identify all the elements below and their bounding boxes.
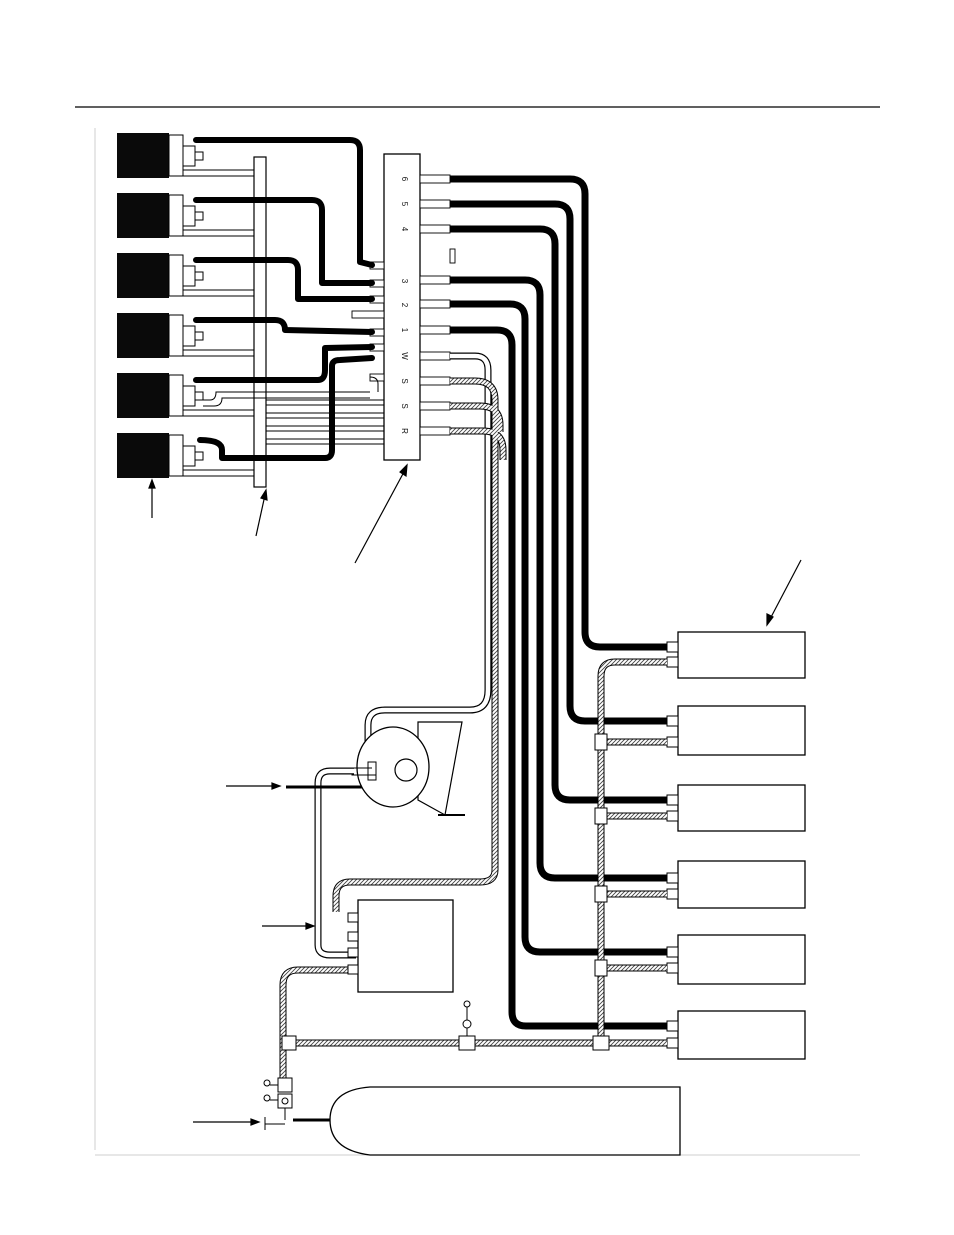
control-box [348, 900, 453, 992]
terminal-block: 6 5 4 3 2 1 W S S R [352, 154, 455, 460]
pump-feed-pipe [318, 771, 356, 955]
heater-block [117, 133, 203, 178]
callout-arrow-manifold [256, 490, 267, 536]
burner-unit [667, 785, 805, 831]
terminal-label-s2: S [400, 403, 409, 408]
terminal-label-6: 6 [400, 177, 409, 182]
heater-block [117, 253, 203, 298]
terminal-label-3: 3 [400, 279, 409, 284]
terminal-label-r: R [400, 428, 409, 434]
burner-unit [667, 706, 805, 755]
burner-unit [667, 632, 805, 678]
heater-block-column [117, 133, 203, 478]
heater-block [117, 433, 203, 478]
terminal-label-w: W [400, 352, 409, 360]
callout-arrow-burner-units [767, 560, 801, 625]
burner-unit-column [667, 632, 805, 1059]
callout-arrow-cylinder-valve [193, 1119, 259, 1125]
terminal-label-2: 2 [400, 303, 409, 308]
burner-unit [667, 1011, 805, 1059]
callout-arrow-pump-inlet [226, 783, 280, 789]
burner-unit [667, 935, 805, 984]
gas-cylinder [293, 1087, 680, 1155]
gas-regulator [264, 1078, 292, 1130]
callout-arrow-terminal-block [355, 465, 407, 563]
heater-block [117, 373, 203, 418]
burner-unit [667, 861, 805, 908]
heater-block [117, 313, 203, 358]
terminal-label-s1: S [400, 378, 409, 383]
terminal-label-4: 4 [400, 227, 409, 232]
callout-arrow-heater-blocks [149, 480, 155, 518]
hatched-gas-distribution [282, 662, 667, 1080]
shutoff-valve [463, 1001, 471, 1036]
terminal-label-5: 5 [400, 202, 409, 207]
callout-arrow-control-box [262, 923, 314, 929]
terminal-label-1: 1 [400, 328, 409, 333]
heater-block [117, 193, 203, 238]
right-cable-harness [450, 179, 670, 1026]
